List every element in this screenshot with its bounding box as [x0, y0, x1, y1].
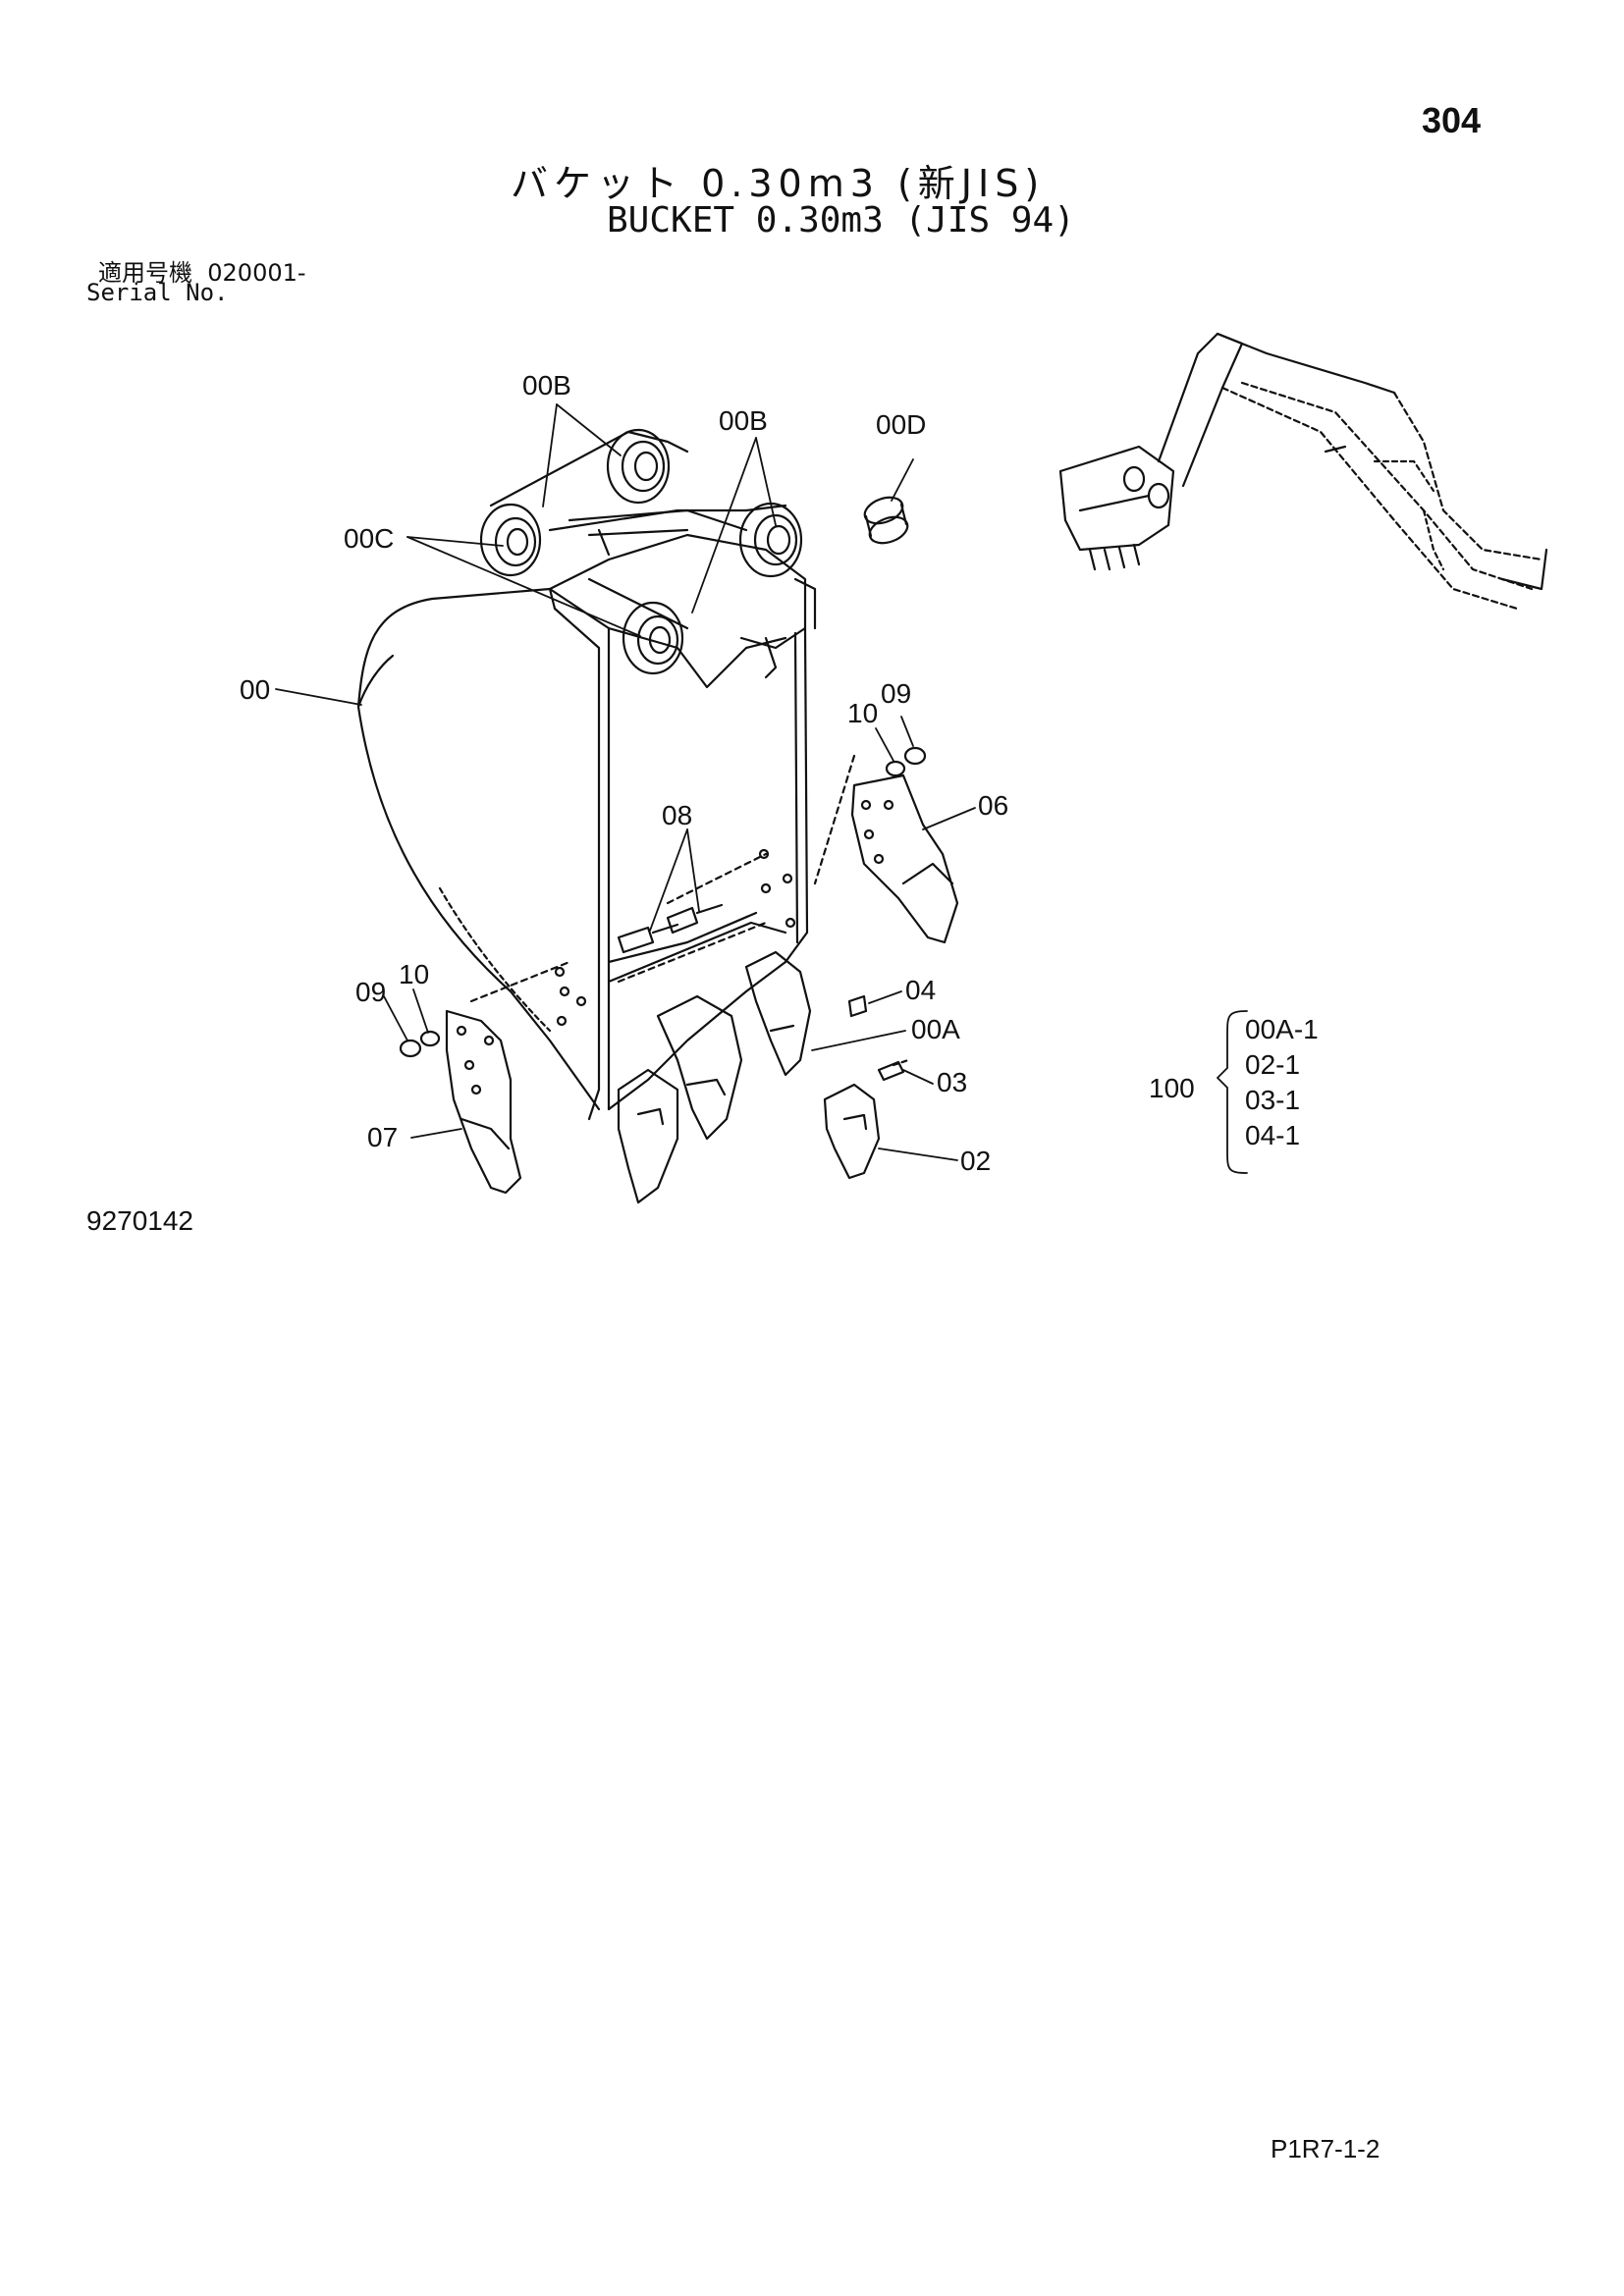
serial-range: 適用号機 020001- — [98, 253, 306, 288]
callout-00D: 00D — [876, 409, 926, 440]
kit-item: 03-1 — [1245, 1085, 1300, 1115]
callout-10-left: 10 — [399, 959, 429, 989]
bolts-08 — [617, 903, 724, 954]
callout-labels: 00B 00B 00D 00C 00 09 10 06 08 09 10 04 … — [240, 370, 1319, 1176]
serial-value: 020001- — [207, 259, 306, 287]
serial-label-english: Serial No. — [86, 279, 229, 306]
serial-label-japanese: 適用号機 — [98, 259, 192, 287]
kit-item: 00A-1 — [1245, 1014, 1319, 1044]
kit-item: 02-1 — [1245, 1049, 1300, 1080]
callout-00: 00 — [240, 674, 270, 705]
footer-page-code: P1R7-1-2 — [1271, 2134, 1380, 2163]
pin-bosses — [479, 428, 817, 679]
callout-04: 04 — [905, 975, 936, 1005]
side-cutter-07 — [445, 1009, 522, 1195]
page-number: 304 — [1422, 100, 1482, 140]
callout-02: 02 — [960, 1146, 991, 1176]
callout-08: 08 — [662, 800, 692, 830]
page-title-japanese: バケット 0.30m3 (新JIS) — [511, 162, 1046, 205]
nuts-washers — [399, 746, 927, 1058]
callout-09-right: 09 — [881, 678, 911, 709]
callout-09-left: 09 — [355, 977, 386, 1007]
callout-06: 06 — [978, 790, 1008, 821]
teeth-and-adapters — [617, 950, 910, 1204]
callout-07: 07 — [367, 1122, 398, 1152]
figure-number: 9270142 — [86, 1205, 194, 1236]
leader-lines — [275, 403, 1248, 1174]
callout-00A: 00A — [911, 1014, 960, 1044]
callout-03: 03 — [937, 1067, 967, 1097]
callout-00C: 00C — [344, 523, 394, 554]
callout-10-right: 10 — [847, 698, 878, 728]
kit-item: 04-1 — [1245, 1120, 1300, 1150]
bushing-00D — [863, 496, 909, 545]
callout-00B-left: 00B — [522, 370, 571, 400]
kit-number: 100 — [1149, 1073, 1195, 1103]
side-cutter-06 — [850, 774, 959, 944]
callout-00B-right: 00B — [719, 405, 768, 436]
page-title-english: BUCKET 0.30m3 (JIS 94) — [607, 200, 1075, 240]
excavator-location-view — [1058, 332, 1548, 611]
